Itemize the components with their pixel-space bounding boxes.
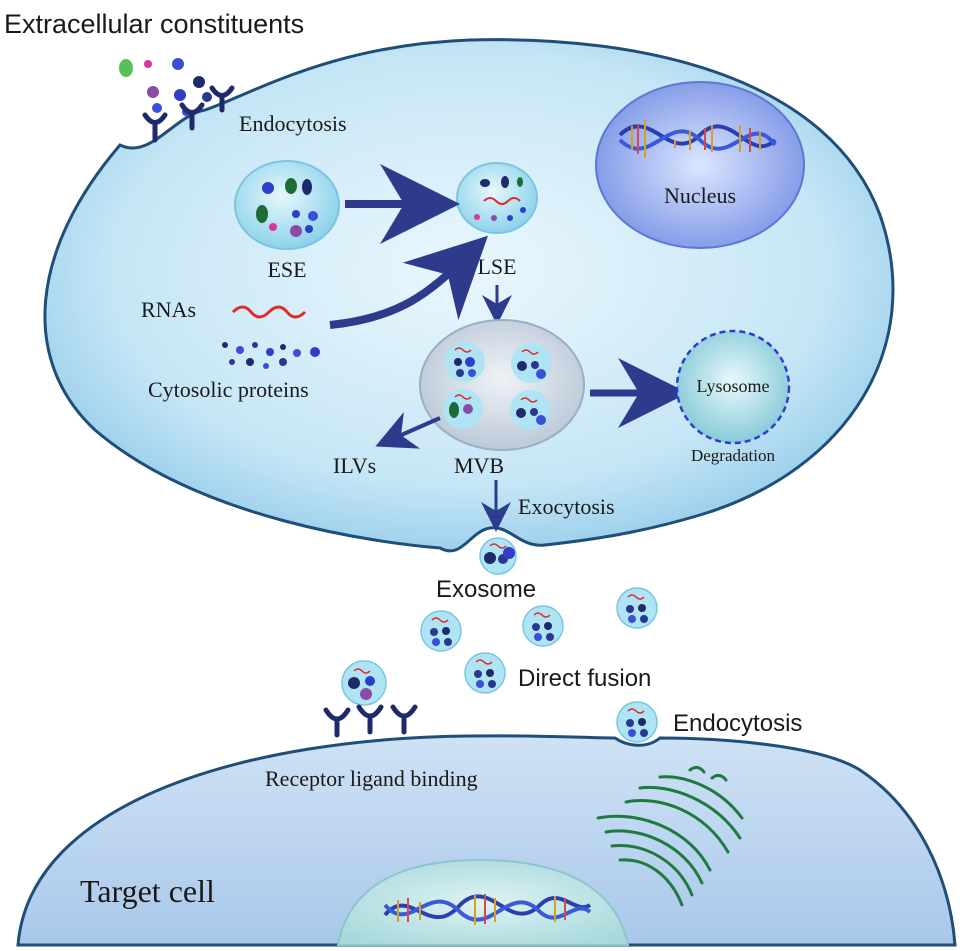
- lysosome: Lysosome: [675, 329, 791, 445]
- exosome: [420, 610, 462, 652]
- mvb-label: MVB: [454, 453, 504, 478]
- exosome-label: Exosome: [436, 576, 536, 603]
- cytosolic-protein-dots: [222, 342, 320, 369]
- exosome-endocytosis: [616, 701, 658, 743]
- ese-label: ESE: [267, 257, 306, 282]
- mvb: [419, 319, 585, 451]
- ilv: [510, 390, 550, 430]
- receptor-ligand-binding-label: Receptor ligand binding: [265, 766, 478, 791]
- target-cell-label: Target cell: [80, 873, 215, 909]
- lysosome-label: Lysosome: [696, 376, 769, 396]
- free-exosomes: [341, 587, 658, 706]
- cytosolic-proteins-label: Cytosolic proteins: [148, 377, 309, 402]
- nucleus: Nucleus: [595, 81, 805, 249]
- arrow-mvb-to-ilvs: [375, 412, 441, 449]
- target-cell-membrane: [16, 734, 957, 947]
- receptors-target: [323, 704, 418, 738]
- exosome: [522, 605, 564, 647]
- direct-fusion-label: Direct fusion: [518, 665, 651, 692]
- dna-helix-icon: [618, 120, 777, 158]
- exocytosis-label: Exocytosis: [518, 494, 615, 519]
- budding-exosome: [479, 537, 517, 575]
- ese-vesicle: [234, 160, 340, 250]
- arrow-rnas-to-lse: [329, 235, 488, 329]
- exosome-receptor-bound: [341, 660, 387, 706]
- rna-strand-icon: [231, 305, 307, 319]
- target-nucleus: [336, 858, 630, 946]
- rnas-label: RNAs: [141, 297, 196, 322]
- golgi-icon: [596, 765, 744, 907]
- endocytosis-bottom-label: Endocytosis: [673, 710, 802, 737]
- extracellular-constituents-label: Extracellular constituents: [4, 9, 304, 39]
- ilv: [511, 343, 551, 383]
- ilv: [445, 342, 485, 382]
- degradation-label: Degradation: [691, 446, 776, 465]
- ilvs-label: ILVs: [333, 453, 376, 478]
- dna-helix-icon: [383, 894, 592, 925]
- nucleus-label: Nucleus: [664, 183, 736, 208]
- endocytosis-top-label: Endocytosis: [239, 111, 347, 136]
- exosome-direct-fusion: [464, 652, 506, 694]
- lse-label: LSE: [477, 254, 516, 279]
- exosome: [616, 587, 658, 629]
- receptors-top: [142, 85, 235, 143]
- ilv: [443, 389, 483, 429]
- lse-vesicle: [456, 162, 538, 234]
